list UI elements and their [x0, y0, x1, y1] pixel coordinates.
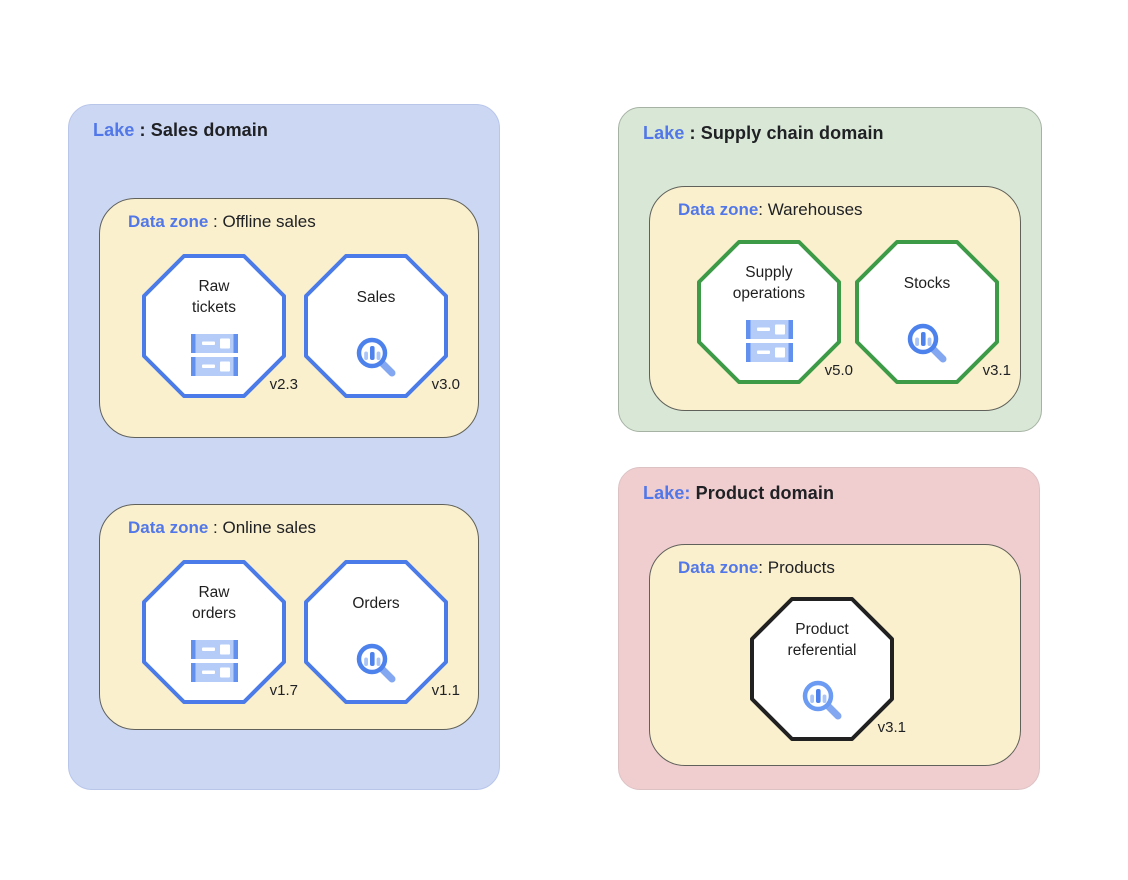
zone-offline-sales: Data zone : Offline sales Raw tickets: [99, 198, 479, 438]
zone-label: Data zone: [128, 518, 209, 537]
asset-name: Sales: [356, 288, 396, 306]
zone-warehouses: Data zone: Warehouses Supply operations: [649, 186, 1021, 411]
zone-label: Data zone: [678, 558, 759, 577]
lake-label: Lake:: [643, 483, 691, 503]
asset-version: v1.1: [431, 682, 460, 699]
storage-icon: [142, 334, 286, 376]
zone-label: Data zone: [128, 212, 209, 231]
search-insights-icon: [304, 334, 448, 380]
zone-warehouses-title: Data zone: Warehouses: [678, 200, 863, 220]
asset-version: v1.7: [269, 682, 298, 699]
octagon-shape: [304, 254, 448, 398]
lake-name: Product domain: [695, 483, 835, 503]
asset-name: Raw orders: [192, 584, 236, 622]
lake-product-title: Lake: Product domain: [643, 483, 834, 504]
storage-icon: [697, 320, 841, 362]
zone-separator: :: [208, 518, 223, 537]
lake-sales-title: Lake : Sales domain: [93, 120, 268, 141]
asset-raw-orders: Raw orders: [142, 560, 298, 704]
lake-separator: :: [134, 120, 151, 140]
zone-offline-title: Data zone : Offline sales: [128, 212, 316, 232]
asset-version: v3.0: [431, 376, 460, 393]
zone-online-title: Data zone : Online sales: [128, 518, 316, 538]
asset-product-referential: Product referential v3.1: [750, 597, 906, 741]
search-insights-icon: [304, 640, 448, 686]
zone-name: Products: [767, 558, 835, 577]
asset-name: Orders: [352, 594, 400, 612]
search-insights-icon: [750, 677, 894, 723]
asset-version: v3.1: [877, 719, 906, 736]
octagon-shape: [697, 240, 841, 384]
lake-supply-title: Lake : Supply chain domain: [643, 123, 884, 144]
zone-separator: :: [758, 558, 768, 577]
asset-version: v5.0: [824, 362, 853, 379]
lake-product-domain: Lake: Product domain Data zone: Products…: [618, 467, 1040, 790]
zone-name: Warehouses: [767, 200, 863, 219]
zone-name: Offline sales: [222, 212, 316, 231]
lake-label: Lake: [643, 123, 685, 143]
zone-separator: :: [208, 212, 223, 231]
lake-supply-chain-domain: Lake : Supply chain domain Data zone: Wa…: [618, 107, 1042, 432]
asset-name: Product referential: [787, 621, 857, 659]
octagon-shape: [304, 560, 448, 704]
asset-supply-operations: Supply operations: [697, 240, 853, 384]
asset-name: Stocks: [903, 274, 951, 292]
lake-label: Lake: [93, 120, 135, 140]
lake-name: Sales domain: [150, 120, 268, 140]
octagon-shape: [855, 240, 999, 384]
octagon-shape: [142, 254, 286, 398]
zone-products-title: Data zone: Products: [678, 558, 835, 578]
asset-orders: Orders v1.1: [304, 560, 460, 704]
zone-label: Data zone: [678, 200, 759, 219]
octagon-shape: [142, 560, 286, 704]
asset-stocks: Stocks v3.1: [855, 240, 1011, 384]
asset-version: v3.1: [982, 362, 1011, 379]
zone-online-sales: Data zone : Online sales Raw orders: [99, 504, 479, 730]
lake-separator: :: [684, 123, 701, 143]
asset-sales: Sales v3.0: [304, 254, 460, 398]
octagon-shape: [750, 597, 894, 741]
storage-icon: [142, 640, 286, 682]
asset-version: v2.3: [269, 376, 298, 393]
zone-separator: :: [758, 200, 768, 219]
asset-raw-tickets: Raw tickets: [142, 254, 298, 398]
lake-name: Supply chain domain: [700, 123, 884, 143]
zone-products: Data zone: Products Product referential: [649, 544, 1021, 766]
asset-name: Raw tickets: [192, 278, 236, 316]
asset-name: Supply operations: [732, 264, 806, 302]
zone-name: Online sales: [222, 518, 317, 537]
lake-sales-domain: Lake : Sales domain Data zone : Offline …: [68, 104, 500, 790]
search-insights-icon: [855, 320, 999, 366]
